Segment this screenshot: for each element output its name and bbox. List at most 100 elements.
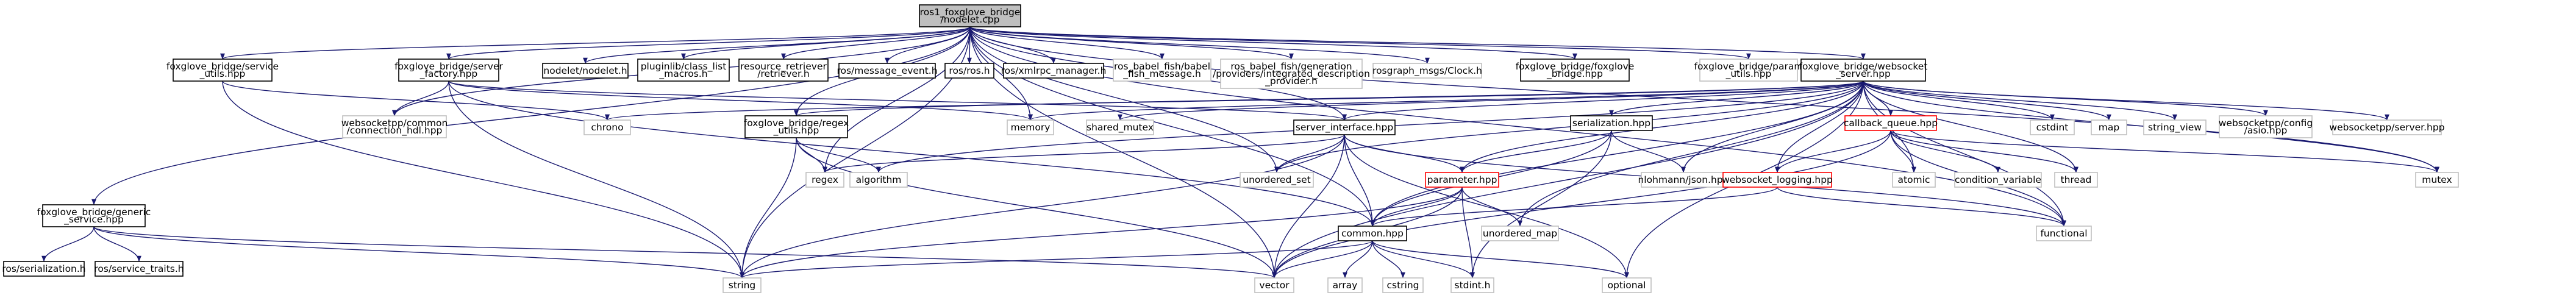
edge-ws_server-to-unordered_map [1518,80,1864,227]
edge-root-to-ws_server [969,26,1866,60]
node-label: array [1333,280,1358,291]
node-box [1450,277,1494,293]
edge-ws_server-to-nlohmann_json [1681,80,1864,173]
node-label: common.hpp [1341,228,1404,239]
node-box [1220,59,1363,89]
node-rosgraph-clock: rosgraph_msgs/Clock.h [1372,63,1482,79]
node-server-interface[interactable]: server_interface.hpp [1293,119,1396,135]
node-box [1007,119,1054,135]
node-babel-fish-generation: ros_babel_fish/generation/providers/inte… [1213,59,1370,89]
edge-server_factory-to-string [448,80,744,279]
edge-root-to-generic_service [91,26,971,205]
node-label: foxglove_bridge/regex [744,118,849,129]
edge-server_interface-to-optional [1344,134,1629,279]
node-box [2036,226,2092,241]
edge-root-to-regex [822,26,971,173]
node-label: memory [1011,122,1051,133]
edge-common_hpp-to-stdint_h [1372,240,1475,279]
node-serialization-hpp[interactable]: serialization.hpp [1570,115,1653,131]
edge-ws_server-to-vector [1272,80,1864,279]
node-label: string_view [2148,122,2202,133]
node-box [1844,115,1937,131]
edge-server_interface-to-vector [1272,134,1345,279]
node-label: server_interface.hpp [1296,122,1393,133]
edge-serialization_hpp-to-nlohmann_json [1611,130,1686,173]
node-box [1254,277,1294,293]
node-box [1113,59,1211,82]
node-parameter-hpp[interactable]: parameter.hpp [1425,172,1499,188]
node-box [2219,115,2313,138]
edge-common_hpp-to-optional [1372,240,1629,279]
node-label: thread [2061,174,2092,185]
node-cstring: cstring [1382,277,1424,293]
node-box [542,63,629,79]
edge-server_factory-to-common_hpp [448,80,1375,227]
edge-ws_server-to-shared_mutex [1118,80,1864,121]
node-ros-ros[interactable]: ros/ros.h [944,63,994,79]
node-common-hpp[interactable]: common.hpp [1338,226,1407,241]
node-server-factory[interactable]: foxglove_bridge/server_factory.hpp [394,59,503,82]
node-box [2143,119,2207,135]
node-box [722,277,762,293]
node-string-view: string_view [2143,119,2207,135]
node-babel-fish-message: ros_babel_fish/babel_fish_message.h [1113,59,1211,82]
node-websocket-logging[interactable]: websocket_logging.hpp [1722,172,1833,188]
edge-regex_utils-to-vector [796,137,1277,279]
edge-svc_utils-to-string [222,80,744,279]
node-ws-server[interactable]: foxglove_bridge/websocket_server.hpp [1799,59,1928,82]
node-callback-queue[interactable]: callback_queue.hpp [1844,115,1938,131]
node-label: /nodelet.cpp [941,14,1000,25]
node-root[interactable]: ros1_foxglove_bridge/nodelet.cpp [919,4,1021,27]
node-box [173,59,273,82]
node-pluginlib[interactable]: pluginlib/class_list_macros.h [637,59,730,82]
node-box [838,63,936,79]
node-label: algorithm [856,174,902,185]
node-box [805,172,844,188]
node-label: foxglove_bridge/generic [37,207,151,218]
edge-ws_server-to-parameter_hpp [1460,80,1864,173]
node-label: ros/message_event.h [837,65,937,77]
edge-parameter_hpp-to-stdint_h [1461,187,1475,279]
node-label: ros/serialization.h [2,263,85,274]
edge-root-to-unordered_set [969,26,1279,173]
node-unordered-set: unordered_set [1240,172,1314,188]
edge-ws_server-to-functional [1863,80,2066,227]
node-box [1954,172,2042,188]
node-regex-utils[interactable]: foxglove_bridge/regex_utils.hpp [744,115,849,138]
node-ros-serialization[interactable]: ros/serialization.h [2,261,86,277]
node-box [342,115,447,138]
edge-ws_server-to-wspp_server [1863,80,2389,121]
node-ros-message-event[interactable]: ros/message_event.h [837,63,938,79]
edge-root-to-pluginlib [681,26,971,60]
edge-ws_server-to-serialization_hpp [1609,80,1864,116]
node-box [1240,172,1314,188]
edge-root-to-server_factory [446,26,971,60]
node-generic-service[interactable]: foxglove_bridge/generic_service.hpp [37,204,151,227]
edge-ws_server-to-thread [1863,80,2078,173]
edge-websocket_logging-to-common_hpp [1370,187,1778,227]
node-label: ros1_foxglove_bridge [920,7,1021,18]
node-foxglove-bridge-hpp[interactable]: foxglove_bridge/foxglove_bridge.hpp [1516,59,1635,82]
edge-root-to-common_hpp [969,26,1375,227]
node-ros-service-traits[interactable]: ros/service_traits.h [94,261,184,277]
node-label: _provider.h [1265,76,1318,87]
node-label: unordered_map [1483,228,1557,240]
node-svc-utils[interactable]: foxglove_bridge/service_utils.hpp [166,59,279,82]
node-box [1293,119,1396,135]
node-resource-retriever[interactable]: resource_retriever/retriever.h [738,59,829,82]
edge-generic_service-to-ros_serialization [41,226,95,262]
node-box [1800,59,1926,82]
edge-common_hpp-to-array [1343,240,1373,279]
edge-ws_server-to-string_view [1863,80,2177,121]
node-shared-mutex: shared_mutex [1086,119,1154,135]
node-label: string [729,280,756,291]
node-ros-xmlrpc[interactable]: ros/xmlrpc_manager.h [1001,63,1107,79]
node-label: pluginlib/class_list [641,61,727,73]
node-label: _utils.hpp [199,68,246,80]
node-chrono: chrono [583,119,631,135]
node-box [1338,226,1407,241]
node-label: _utils.hpp [773,125,819,137]
edge-root-to-babel_fish_generation [969,26,1294,60]
node-nodelet-h[interactable]: nodelet/nodelet.h [542,63,629,79]
node-label: _service.hpp [63,214,124,226]
